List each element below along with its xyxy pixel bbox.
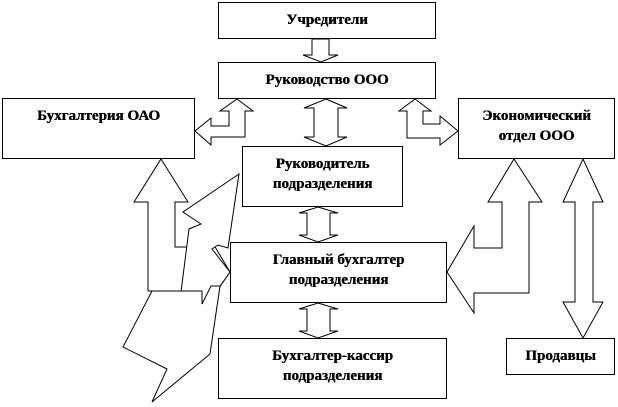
node-cashier: Бухгалтер-кассир подразделения xyxy=(218,338,447,399)
arrow-management-unit-head xyxy=(303,98,348,147)
arrow-management-economic xyxy=(397,98,459,147)
node-label: Учредители xyxy=(286,12,368,28)
node-label-line2: подразделения xyxy=(272,176,373,192)
node-label-line1: Экономический xyxy=(482,108,591,124)
arrow-chief-cashier xyxy=(298,302,339,339)
arrow-management-accounting-oao xyxy=(194,98,255,147)
node-label-line2: подразделения xyxy=(282,368,383,384)
node-label-line2: отдел ООО xyxy=(498,128,575,144)
node-accounting-oao: Бухгалтерия ОАО xyxy=(2,98,195,159)
node-label: Продавцы xyxy=(525,348,596,364)
node-founders: Учредители xyxy=(218,2,436,39)
node-label: Руководство ООО xyxy=(265,72,389,88)
node-unit-head: Руководитель подразделения xyxy=(242,146,403,207)
node-management: Руководство ООО xyxy=(218,62,436,99)
node-label: Бухгалтерия ОАО xyxy=(37,108,160,124)
arrow-economic-chief xyxy=(446,158,543,315)
node-sellers: Продавцы xyxy=(506,338,615,375)
arrow-unit-head-chief xyxy=(298,206,339,243)
node-label-line1: Руководитель xyxy=(275,156,370,172)
lightning-arrow-cashier-up xyxy=(122,285,221,403)
arrow-founders-to-management xyxy=(302,38,339,63)
node-label-line1: Бухгалтер-кассир xyxy=(272,348,393,364)
node-chief-accountant: Главный бухгалтер подразделения xyxy=(230,242,447,303)
node-label-line2: подразделения xyxy=(288,272,389,288)
node-economic-dept: Экономический отдел ООО xyxy=(458,98,615,159)
arrow-economic-sellers xyxy=(562,157,604,340)
node-label-line1: Главный бухгалтер xyxy=(272,252,405,268)
